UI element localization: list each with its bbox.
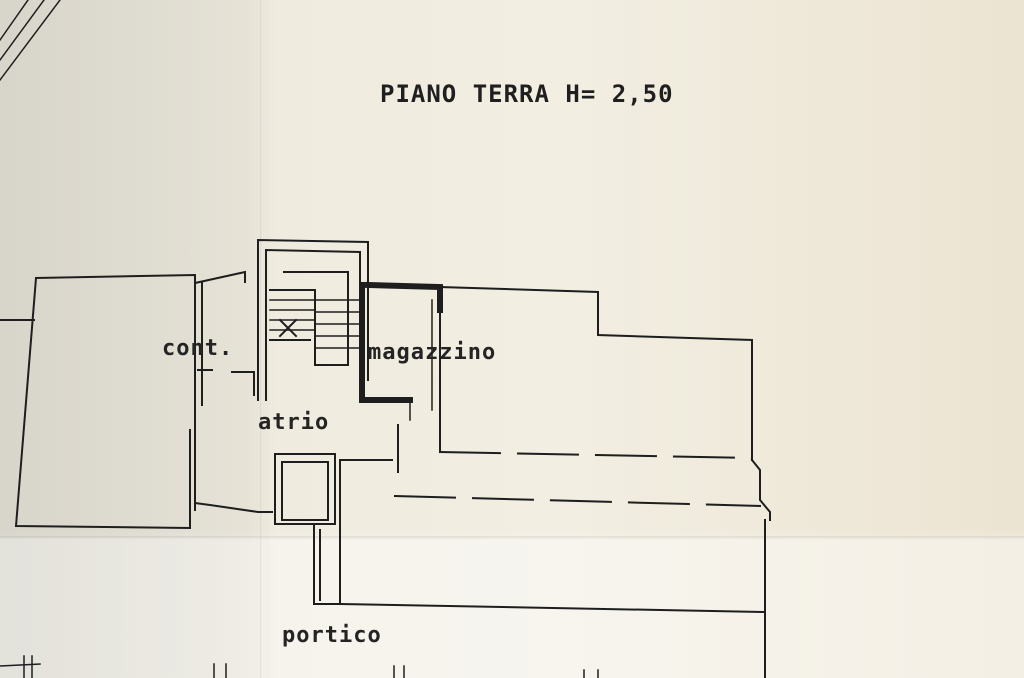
paper-fold-horizontal (0, 536, 1024, 540)
portico-walls (338, 458, 771, 678)
paper-lower-highlight (0, 540, 1024, 678)
room-label-atrio: atrio (258, 410, 330, 435)
plan-title: PIANO TERRA H= 2,50 (380, 80, 674, 108)
beam-lines (393, 450, 762, 508)
left-room-walls (14, 273, 196, 530)
staircase (257, 238, 369, 401)
magazzino-room-walls (359, 281, 753, 461)
room-label-cont: cont. (162, 336, 234, 361)
paper-fold-vertical (260, 0, 263, 678)
cont-room-walls (193, 270, 273, 513)
atrio-walls (274, 424, 399, 605)
room-label-magazzino: magazzino (368, 340, 497, 365)
room-label-portico: portico (282, 623, 382, 648)
corner-hatch (0, 0, 61, 82)
paper-shadow (0, 0, 270, 678)
column-marks (0, 655, 599, 678)
